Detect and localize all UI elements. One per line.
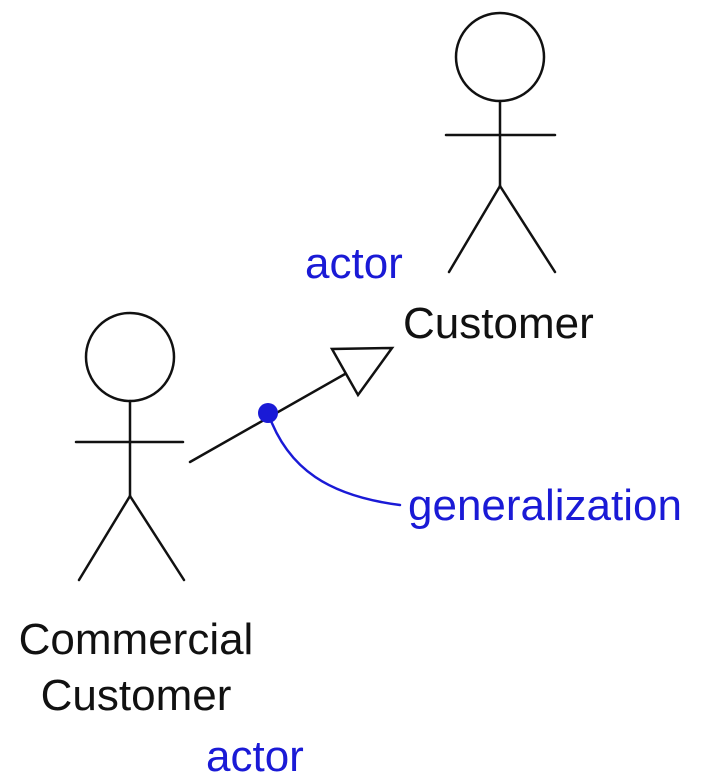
commercial-customer-name-label: Commercial Customer [18, 615, 254, 720]
customer-left-leg [447, 184, 502, 274]
commercial-customer-head [84, 311, 176, 403]
commercial-customer-stereotype-label: actor [206, 732, 304, 781]
annotation-leader-curve [266, 411, 402, 507]
customer-right-leg [498, 184, 557, 274]
customer-stereotype-label: actor [305, 239, 403, 288]
generalization-arrowhead [329, 346, 395, 398]
customer-name-label: Customer [403, 299, 594, 348]
customer-actor-figure[interactable] [444, 11, 557, 274]
generalization-label: generalization [408, 481, 682, 530]
commercial-customer-actor-figure[interactable] [74, 311, 186, 582]
customer-head [454, 11, 546, 103]
commercial-customer-right-leg [128, 494, 186, 582]
commercial-customer-left-leg [77, 494, 132, 582]
